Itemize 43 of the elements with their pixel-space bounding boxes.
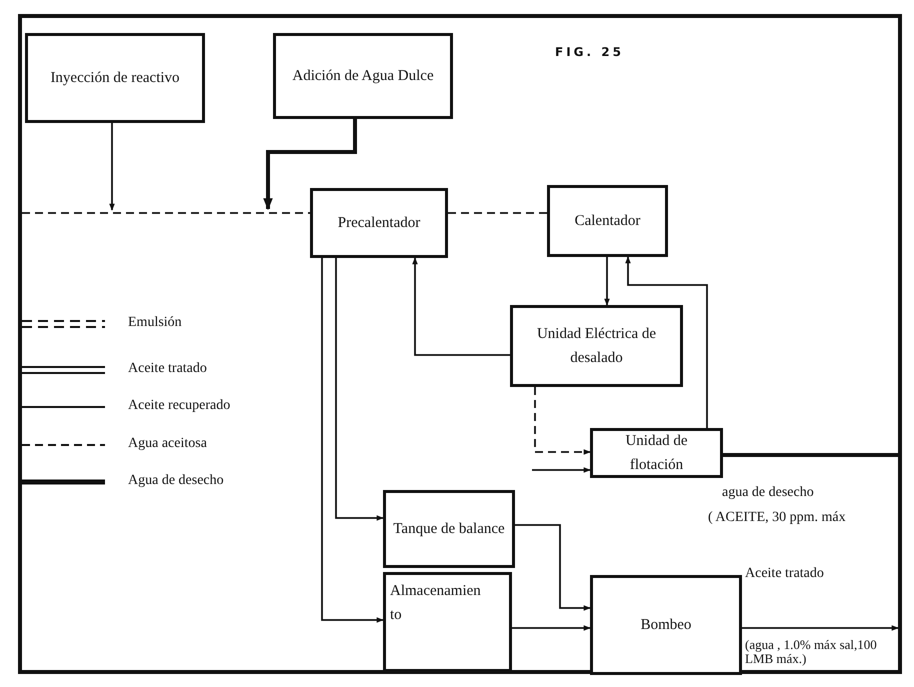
legend-label: Agua aceitosa — [128, 436, 207, 452]
stream-note: Aceite tratado — [745, 566, 824, 583]
box-label: Almacenamien to — [390, 582, 482, 625]
box-label: Unidad Eléctrica de desalado — [536, 325, 658, 368]
process-box — [383, 572, 512, 672]
legend-label: Agua de desecho — [128, 473, 224, 489]
flow-arrow — [534, 387, 591, 455]
process-box — [547, 185, 668, 257]
process-box — [383, 490, 515, 568]
process-box — [590, 428, 723, 478]
stream-note: ( ACEITE, 30 ppm. máx — [708, 510, 846, 527]
box-label: Calentador — [574, 212, 640, 231]
box-label: Bombeo — [640, 616, 692, 635]
flow-arrow — [515, 524, 591, 611]
flow-arrow — [109, 123, 115, 211]
figure-number: FIG. 25 — [555, 45, 624, 60]
process-box — [273, 33, 453, 119]
flow-arrow — [625, 256, 708, 428]
stream-note: agua de desecho — [722, 485, 814, 502]
flow-line — [723, 453, 900, 457]
legend-label: Aceite tratado — [128, 361, 207, 377]
stream-note: (agua , 1.0% máx sal,100 LMB máx.) — [745, 638, 878, 667]
process-box — [25, 33, 205, 123]
flow-arrow — [604, 257, 610, 306]
flow-arrow — [412, 257, 510, 356]
legend-label: Emulsión — [128, 315, 182, 331]
box-label: Adición de Agua Dulce — [292, 67, 434, 86]
box-label: Tanque de balance — [393, 520, 505, 539]
flow-arrow — [321, 258, 384, 623]
process-box — [590, 575, 742, 675]
flow-arrow — [335, 258, 384, 521]
flow-line — [448, 212, 547, 214]
legend-label: Aceite recuperado — [128, 398, 230, 414]
process-box — [510, 305, 683, 387]
flow-arrow — [532, 467, 591, 473]
box-label: Unidad de flotación — [624, 432, 689, 475]
process-box — [310, 188, 448, 258]
box-label: Precalentador — [338, 214, 420, 233]
flow-arrow — [512, 625, 591, 631]
flow-arrow — [742, 625, 899, 631]
box-label: Inyección de reactivo — [50, 69, 180, 88]
flow-line — [22, 212, 310, 214]
flow-arrow — [263, 119, 357, 210]
